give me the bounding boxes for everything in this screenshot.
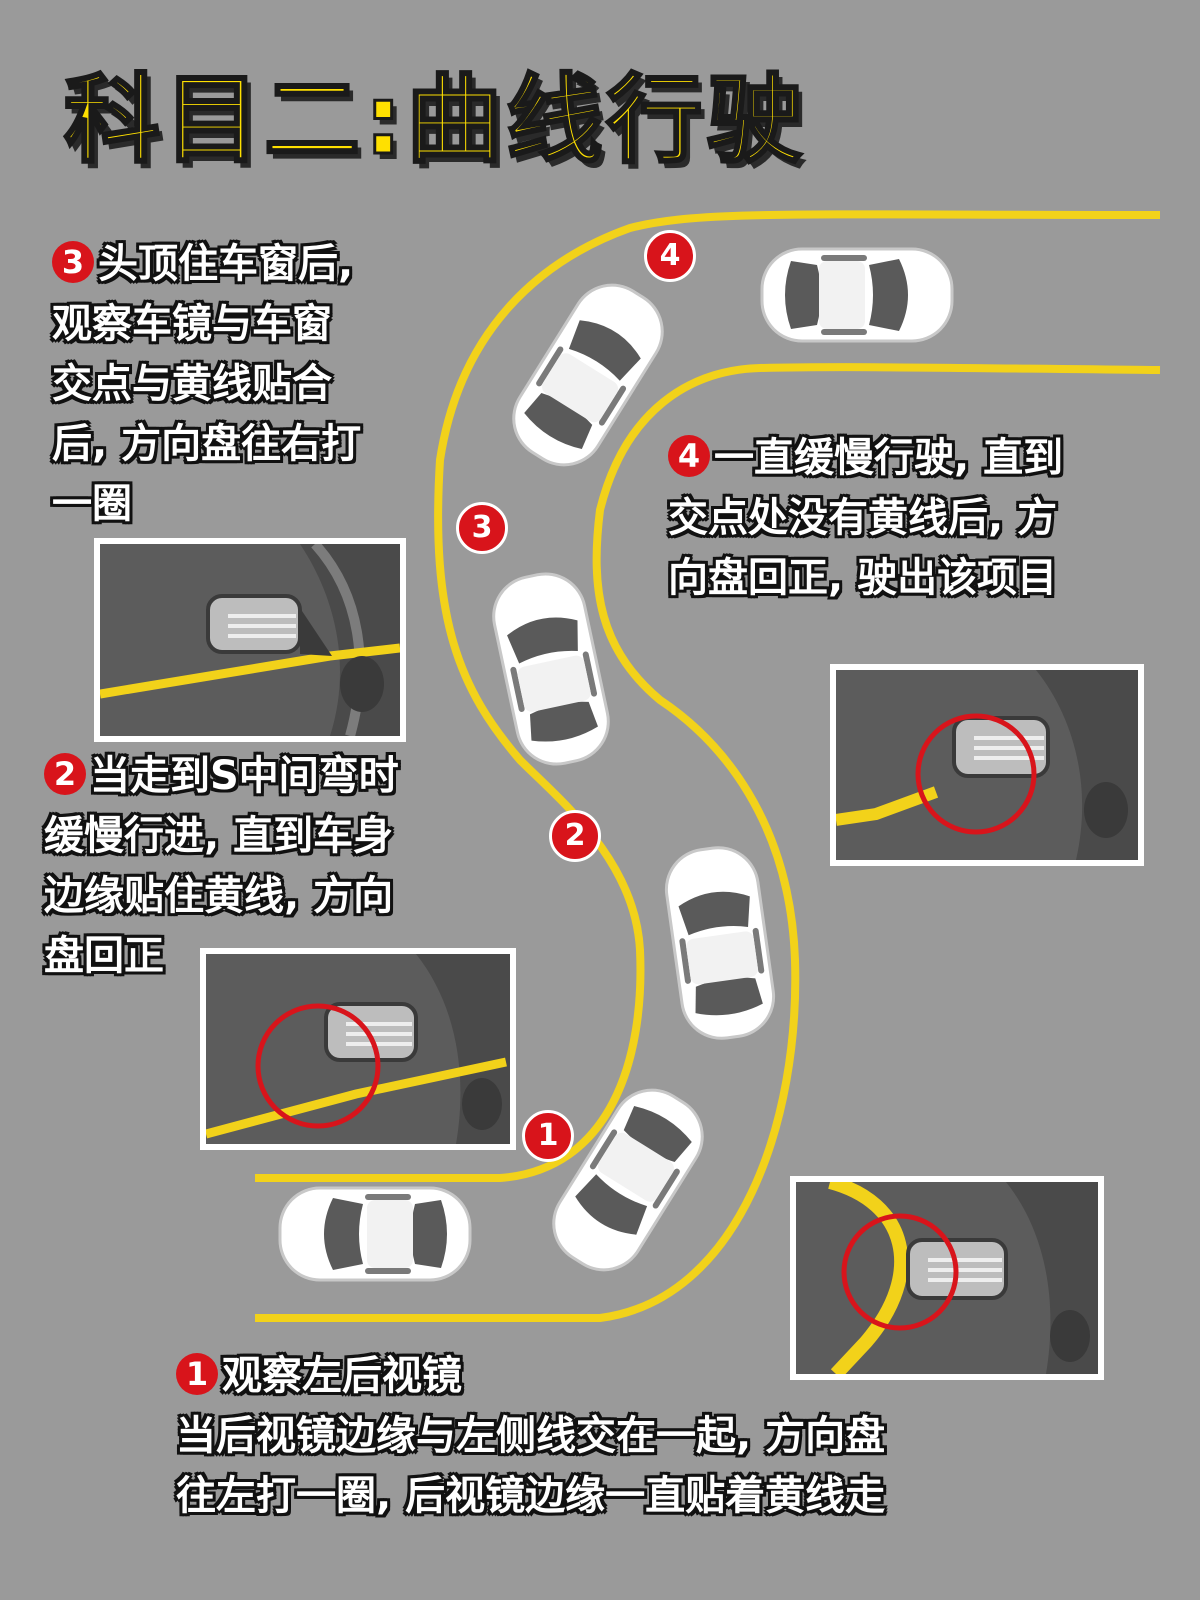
step-4-line-1: 一直缓慢行驶, 直到 <box>714 435 1064 481</box>
mirror-view-step-1 <box>790 1176 1104 1380</box>
road-marker-3: 3 <box>456 502 508 554</box>
mirror-view-step-4 <box>830 664 1144 866</box>
step-2-line-1: 当走到S中间弯时 <box>90 753 399 799</box>
step-2-badge: 2 <box>44 753 86 795</box>
step-1-line-1: 观察左后视镜 <box>222 1353 462 1399</box>
step-2-line-2: 缓慢行进, 直到车身 <box>44 813 394 859</box>
step-3-line-3: 交点与黄线贴合 <box>52 361 332 407</box>
step-4-line-2: 交点处没有黄线后, 方 <box>668 495 1058 541</box>
car-exit <box>760 247 954 343</box>
step-4-line-3: 向盘回正, 驶出该项目 <box>668 555 1058 601</box>
step-3-badge: 3 <box>52 241 94 283</box>
step-1-line-2: 当后视镜边缘与左侧线交在一起, 方向盘 <box>176 1413 886 1459</box>
road-marker-2: 2 <box>549 810 601 862</box>
step-3-line-1: 头顶住车窗后, <box>98 241 354 287</box>
car-position-2 <box>659 841 781 1045</box>
mirror-view-step-3 <box>94 538 406 742</box>
mirror-view-step-2 <box>200 948 516 1150</box>
car-position-1 <box>537 1073 719 1287</box>
step-4-badge: 4 <box>668 435 710 477</box>
outer-lane-line <box>255 210 1161 1182</box>
step-3-line-2: 观察车镜与车窗 <box>52 301 332 347</box>
page-title: 科目二:曲线行驶 <box>62 64 807 176</box>
step-3-line-5: 一圈 <box>52 481 132 527</box>
car-position-4a <box>497 268 679 482</box>
road-marker-4: 4 <box>644 230 696 282</box>
step-3-line-4: 后, 方向盘往右打 <box>52 421 362 467</box>
step-1-badge: 1 <box>176 1353 218 1395</box>
car-entry <box>278 1186 472 1282</box>
step-2-line-4: 盘回正 <box>44 933 164 979</box>
road-marker-1: 1 <box>522 1110 574 1162</box>
step-1-line-3: 往左打一圈, 后视镜边缘一直贴着黄线走 <box>176 1473 886 1519</box>
inner-lane-line <box>255 363 1161 1322</box>
step-2-line-3: 边缘贴住黄线, 方向 <box>44 873 394 919</box>
